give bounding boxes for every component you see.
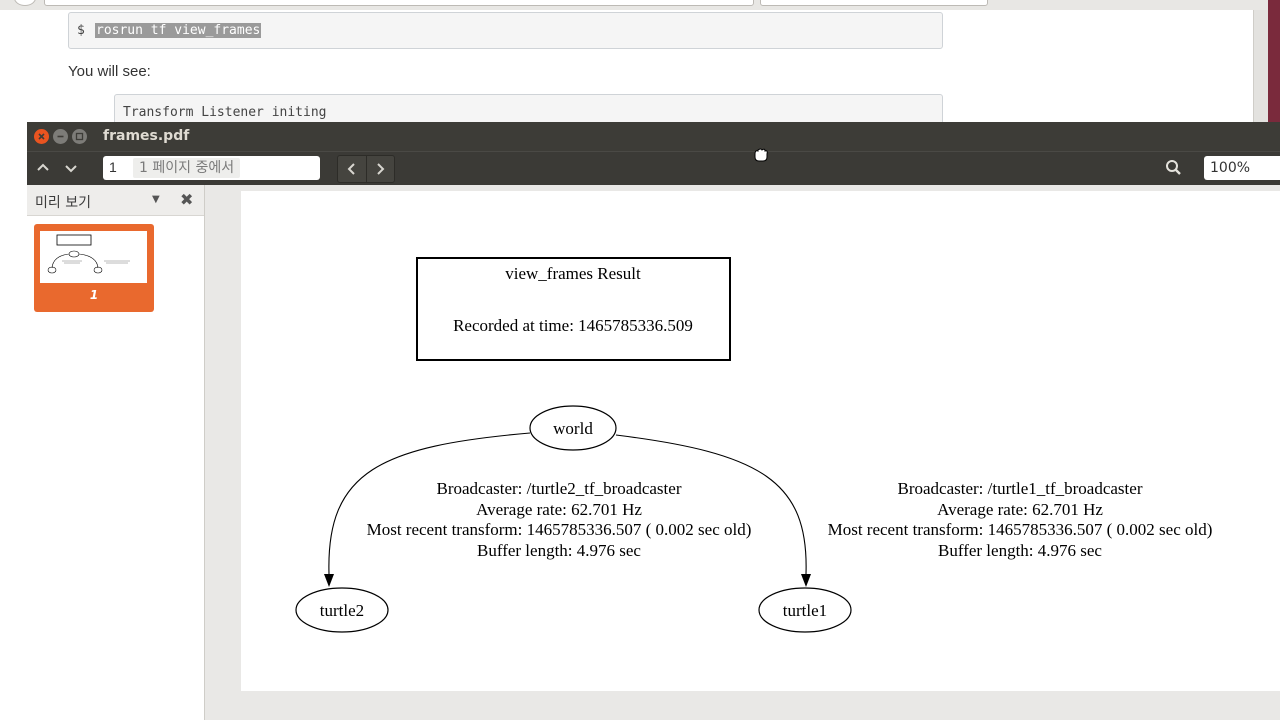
search-button[interactable] [1160,154,1188,182]
chevron-left-icon [347,163,355,175]
window-titlebar[interactable]: frames.pdf [27,122,1280,151]
next-page-button[interactable] [58,155,84,181]
divider [366,156,367,182]
close-sidebar-icon[interactable]: ✖ [180,190,194,209]
output-line: Transform Listener initing [123,105,327,120]
node-turtle1-label: turtle1 [783,601,827,620]
page-thumbnail[interactable]: 1 [34,224,154,312]
sidebar-header: 미리 보기 ▼ ✖ [27,185,204,216]
command-text[interactable]: rosrun tf view_frames [95,23,262,38]
viewer-toolbar: 1 페이지 중에서 100% [27,151,1280,186]
close-icon [38,133,45,140]
recorded-time: Recorded at time: 1465785336.509 [453,316,693,335]
window-title: frames.pdf [103,128,190,144]
result-box [416,257,731,361]
chevron-down-icon [65,165,77,173]
thumbnail-page-number: 1 [89,288,99,302]
edge-left-broadcaster: Broadcaster: /turtle2_tf_broadcaster [437,479,682,498]
page-count-label: 1 페이지 중에서 [133,158,241,178]
node-world [529,405,617,451]
maximize-icon [75,132,84,141]
edge-right-broadcaster: Broadcaster: /turtle1_tf_broadcaster [898,479,1143,498]
thumbnail-preview [40,231,147,283]
chevron-right-icon [377,163,385,175]
thumbnail-graph-image [47,234,130,274]
edge-left-recent: Most recent transform: 1465785336.507 ( … [367,520,752,539]
edge-left-buffer: Buffer length: 4.976 sec [477,541,641,560]
page-number-input[interactable] [109,159,133,175]
edge-left-rate: Average rate: 62.701 Hz [476,500,642,519]
edge-world-turtle1 [615,434,807,575]
back-button[interactable] [14,0,36,6]
node-turtle1 [758,587,852,633]
edge-right-recent: Most recent transform: 1465785336.507 ( … [828,520,1213,539]
minimize-window-button[interactable] [53,129,68,144]
document-view: view_frames Result Recorded at time: 146… [205,185,1280,720]
edge-right-rate: Average rate: 62.701 Hz [937,500,1103,519]
node-turtle2 [295,587,389,633]
history-nav-group [337,155,395,183]
chevron-up-icon [37,163,49,171]
close-window-button[interactable] [34,129,49,144]
minimize-icon [57,135,64,138]
address-bar[interactable] [44,0,754,6]
page-number-field[interactable]: 1 페이지 중에서 [103,156,320,180]
zoom-value: 100% [1210,160,1251,176]
history-forward-button[interactable] [367,156,393,182]
paragraph-text: You will see: [68,63,151,80]
thumbnail-sidebar: 미리 보기 ▼ ✖ 1 [27,185,205,720]
grab-cursor-icon [754,148,768,162]
arrowhead-turtle2 [324,574,334,587]
tf-frames-graph: view_frames Result Recorded at time: 146… [295,257,1213,633]
edge-right-buffer: Buffer length: 4.976 sec [938,541,1102,560]
zoom-field[interactable]: 100% [1204,156,1280,180]
code-block-command: $ rosrun tf view_frames [68,12,943,49]
browser-search-field[interactable] [760,0,988,6]
result-title: view_frames Result [505,264,641,283]
search-icon [1166,160,1181,175]
node-turtle2-label: turtle2 [320,601,364,620]
history-back-button[interactable] [338,156,364,182]
dropdown-caret-icon[interactable]: ▼ [152,194,160,205]
node-world-label: world [553,419,593,438]
previous-page-button[interactable] [30,155,56,181]
pdf-viewer-window: frames.pdf 1 페이지 중에서 100% [27,122,1280,720]
edge-world-turtle2 [328,432,531,575]
sidebar-title[interactable]: 미리 보기 [35,195,91,211]
arrowhead-turtle1 [801,574,811,587]
pdf-page: view_frames Result Recorded at time: 146… [241,191,1280,691]
maximize-window-button[interactable] [72,129,87,144]
shell-prompt: $ [77,23,85,38]
